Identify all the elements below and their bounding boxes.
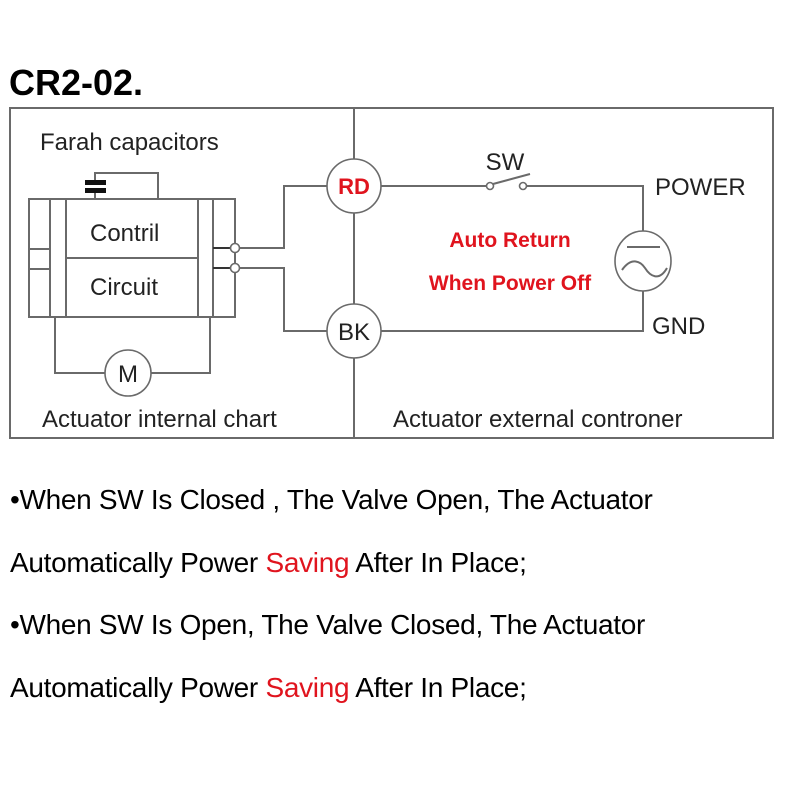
ac-source-icon [614, 230, 672, 292]
wire-gnd-bk [381, 290, 644, 332]
switch-icon [485, 173, 531, 191]
notes-section: •When SW Is Closed , The Valve Open, The… [10, 478, 800, 728]
auto-return-note-line1: Auto Return [449, 229, 570, 252]
note-2-text-before: Automatically Power [10, 671, 266, 703]
motor-wire-left [54, 317, 105, 374]
note-1-text-after: After In Place; [349, 546, 527, 578]
note-2-line-1: •When SW Is Open, The Valve Closed, The … [10, 609, 646, 640]
motor-label: M [118, 361, 138, 388]
terminal-top [229, 242, 241, 254]
external-caption: Actuator external controner [393, 406, 683, 433]
note-2-highlight: Saving [265, 671, 350, 703]
capacitor-icon [85, 172, 159, 199]
motor-wire-right [151, 317, 211, 374]
rd-label: RD [338, 174, 370, 199]
note-1-text-before: Automatically Power [10, 546, 266, 578]
note-2-line-2: Automatically Power Saving After In Plac… [10, 666, 800, 729]
model-title: CR2-02. [9, 62, 143, 103]
wire-to-bk [240, 267, 327, 332]
motor-icon [104, 349, 152, 397]
switch-label: SW [486, 149, 525, 176]
control-circuit-block [28, 198, 236, 318]
terminal-bottom [229, 262, 241, 274]
wiring-diagram: CR2-02. Farah capacitors Contril Circuit… [9, 62, 774, 439]
note-2-text-after: After In Place; [349, 671, 527, 703]
note-1-line-1: •When SW Is Closed , The Valve Open, The… [10, 484, 653, 515]
capacitor-label: Farah capacitors [40, 129, 219, 156]
power-label: POWER [655, 174, 746, 201]
wire-sw-power [527, 185, 644, 232]
diagram-frame [9, 107, 774, 439]
note-1-line-2: Automatically Power Saving After In Plac… [10, 541, 800, 604]
wire-to-rd [240, 185, 327, 249]
bk-label: BK [338, 319, 370, 346]
gnd-label: GND [652, 313, 705, 340]
control-label: Contril [90, 220, 159, 247]
internal-caption: Actuator internal chart [42, 406, 277, 433]
note-1-highlight: Saving [265, 546, 350, 578]
circuit-label: Circuit [90, 274, 158, 301]
auto-return-note-line2: When Power Off [429, 272, 592, 295]
